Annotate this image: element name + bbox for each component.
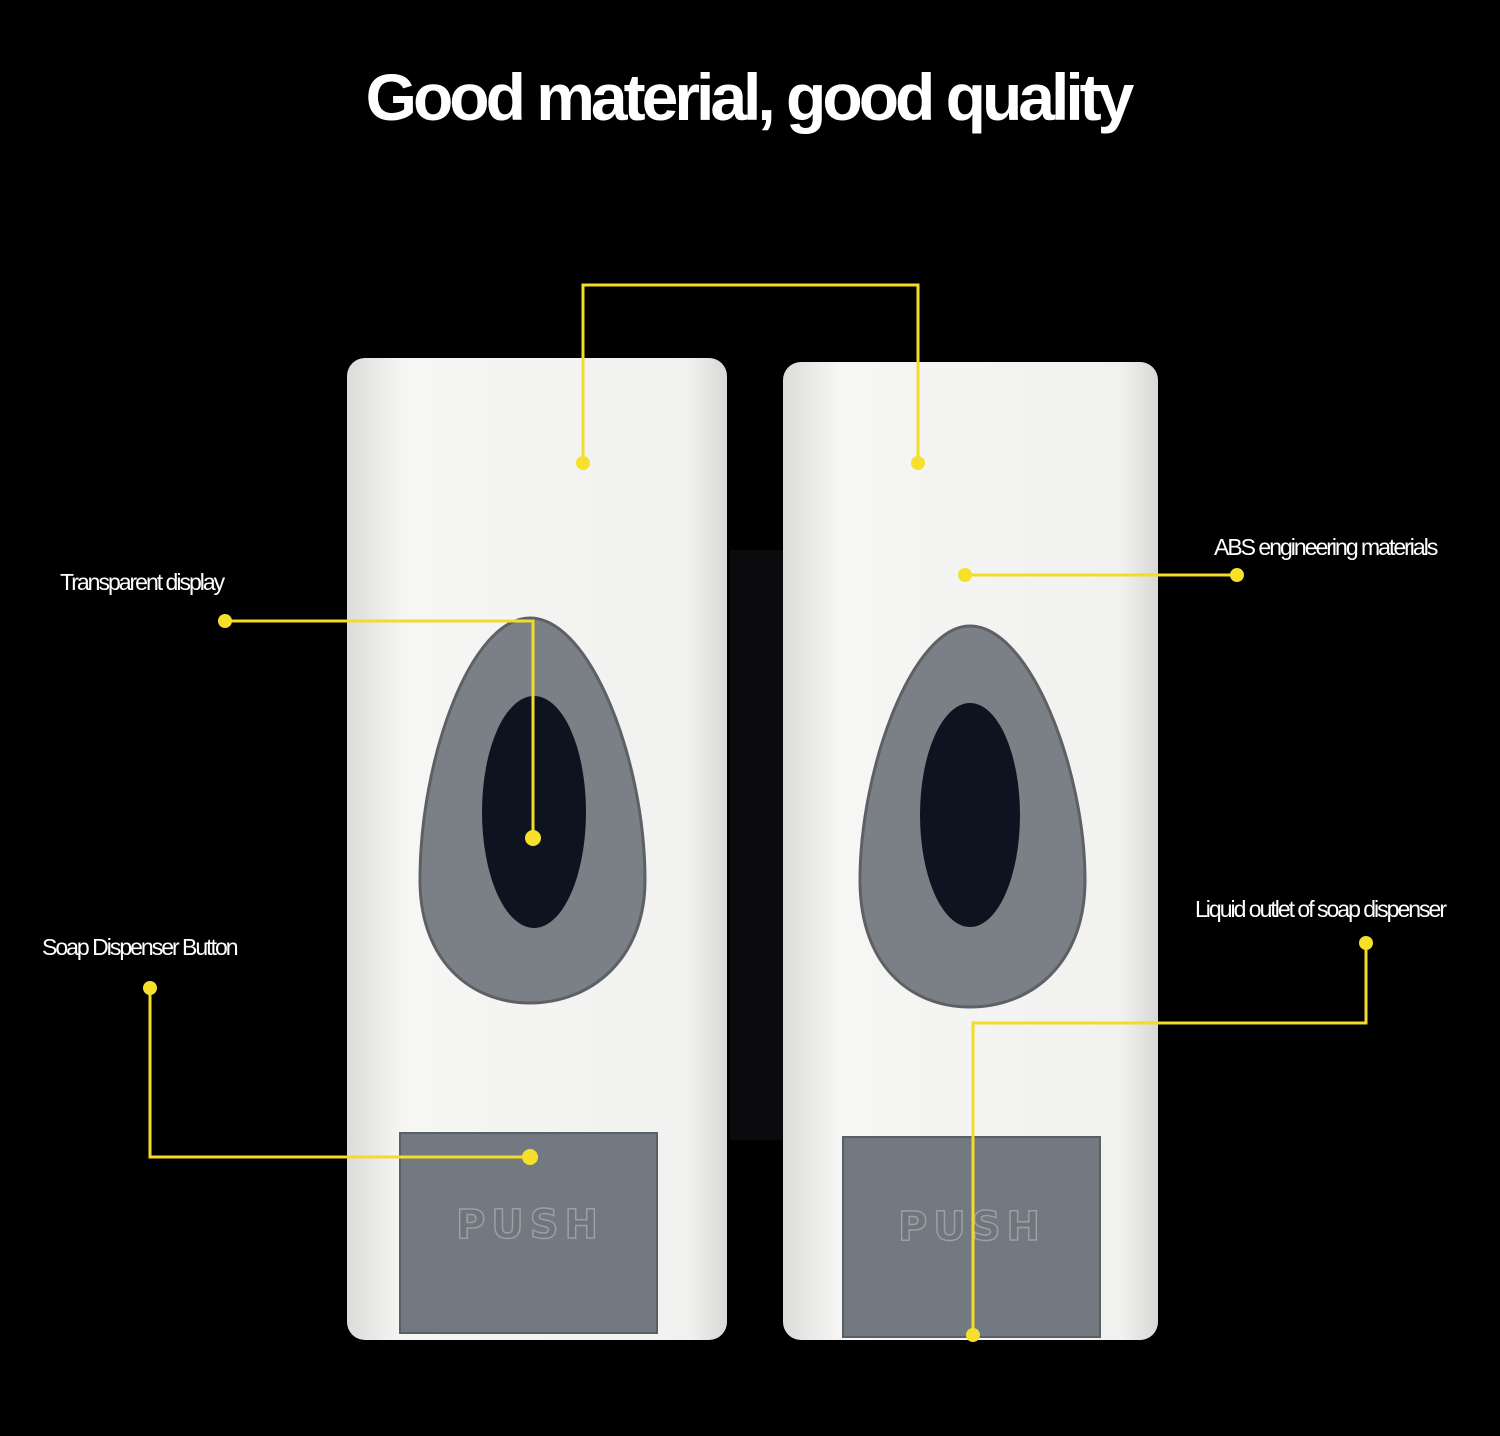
svg-text:Liquid outlet of soap dispense: Liquid outlet of soap dispenser [1195,896,1447,922]
svg-text:Transparent display: Transparent display [60,569,226,595]
svg-text:ABS engineering materials: ABS engineering materials [1214,534,1438,560]
page-title: Good material, good quality [366,60,1135,134]
push-button[interactable]: PUSH [399,1132,658,1334]
window-inner [920,703,1020,927]
callout-transparent-display: Transparent display [60,569,541,846]
callout-dispenser-button: Soap Dispenser Button [42,934,538,1165]
callout-top-bracket [576,283,925,470]
wall-mount [730,550,785,1140]
svg-text:Soap Dispenser Button: Soap Dispenser Button [42,934,238,960]
svg-text:PUSH: PUSH [456,1202,604,1248]
right-dispenser: PUSH [783,362,1158,1340]
svg-text:PUSH: PUSH [898,1204,1046,1250]
left-dispenser: PUSH [347,358,727,1340]
callout-liquid-outlet: Liquid outlet of soap dispenser [966,896,1449,1342]
callout-abs-materials: ABS engineering materials [958,534,1440,582]
